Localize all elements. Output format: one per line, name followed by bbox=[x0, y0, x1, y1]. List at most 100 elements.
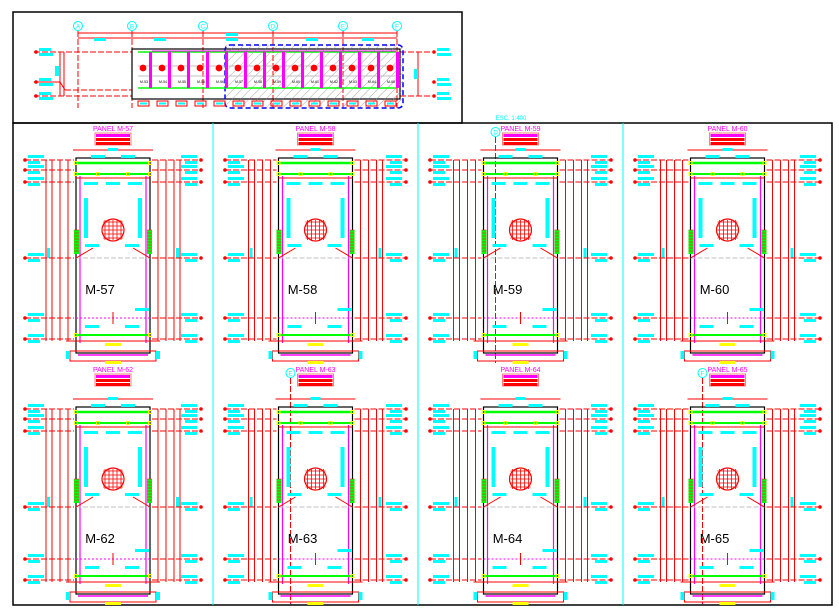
dim-tag bbox=[226, 33, 238, 36]
level-tag bbox=[433, 575, 449, 578]
level-marker-icon bbox=[404, 505, 408, 509]
dim-tag bbox=[749, 308, 764, 311]
dim-tag bbox=[513, 431, 528, 434]
axis-bubble-e bbox=[338, 21, 348, 31]
level-marker-icon bbox=[633, 180, 637, 184]
level-marker-icon bbox=[223, 417, 227, 421]
level-tag bbox=[433, 340, 445, 343]
level-tag bbox=[638, 414, 654, 417]
level-tag bbox=[28, 259, 40, 262]
level-tag bbox=[433, 161, 445, 164]
level-tag bbox=[228, 575, 244, 578]
panel-outline bbox=[75, 157, 151, 354]
dim-tag bbox=[790, 248, 794, 258]
level-marker-icon bbox=[818, 407, 822, 411]
level-tag bbox=[390, 581, 402, 584]
dim-tag bbox=[327, 244, 342, 247]
dim-tag bbox=[770, 351, 775, 359]
level-marker-icon bbox=[23, 337, 27, 341]
dim-tag bbox=[358, 351, 363, 359]
dim-tag bbox=[742, 182, 757, 185]
axis-bubble-f bbox=[697, 368, 708, 378]
dim-tag bbox=[735, 155, 750, 158]
node-marker bbox=[74, 333, 78, 337]
dim-tag bbox=[454, 497, 458, 507]
dim-tag bbox=[515, 148, 526, 151]
dim-tag bbox=[739, 493, 754, 496]
level-tag bbox=[28, 161, 40, 164]
level-tag bbox=[595, 432, 607, 435]
opening-marker-icon bbox=[291, 64, 299, 72]
node-marker bbox=[350, 421, 355, 425]
panel-tag-fill bbox=[330, 102, 337, 105]
footing-tag bbox=[105, 602, 121, 605]
level-tag bbox=[28, 319, 40, 322]
level-tag bbox=[591, 502, 607, 505]
panel-wall bbox=[187, 52, 190, 88]
panel-tag bbox=[232, 100, 245, 107]
node-marker bbox=[276, 574, 281, 578]
level-tag bbox=[595, 183, 607, 186]
dim-tag bbox=[680, 351, 685, 359]
title-box-row bbox=[96, 134, 130, 137]
level-tag bbox=[433, 420, 445, 423]
level-marker-icon bbox=[633, 316, 637, 320]
panel-wall bbox=[320, 52, 323, 88]
level-tag bbox=[595, 410, 607, 413]
level-tag bbox=[591, 165, 607, 168]
level-tag bbox=[39, 83, 53, 86]
node-marker bbox=[762, 333, 767, 337]
axis-bubble-a bbox=[73, 21, 83, 31]
panel-title: PANEL M-63 bbox=[295, 367, 335, 374]
dim-tag bbox=[528, 155, 543, 158]
dim-tag bbox=[699, 325, 714, 328]
dim-tag bbox=[330, 431, 345, 434]
panel-id: M-59 bbox=[273, 80, 281, 84]
level-marker-icon bbox=[428, 158, 432, 162]
dim-tag bbox=[515, 397, 526, 400]
chamfer-line bbox=[75, 496, 151, 508]
dim-tag bbox=[749, 549, 764, 552]
panel-wall bbox=[339, 52, 342, 88]
level-marker-icon bbox=[23, 168, 27, 172]
dim-tag bbox=[722, 148, 733, 151]
dim-tag bbox=[306, 38, 318, 41]
level-tag bbox=[433, 554, 449, 557]
panel-id: M-64 bbox=[368, 80, 376, 84]
level-tag bbox=[595, 161, 607, 164]
node-marker bbox=[503, 421, 508, 425]
level-tag bbox=[228, 560, 240, 563]
level-marker-icon bbox=[432, 80, 436, 84]
node-marker bbox=[481, 172, 486, 176]
level-marker-icon bbox=[223, 316, 227, 320]
dim-tag bbox=[286, 182, 301, 185]
level-tag bbox=[185, 340, 197, 343]
dim-tag bbox=[492, 566, 507, 569]
level-tag bbox=[386, 334, 402, 337]
node-marker bbox=[276, 410, 281, 414]
level-tag bbox=[638, 319, 650, 322]
level-marker-icon bbox=[34, 80, 38, 84]
dim-tag bbox=[287, 493, 302, 496]
node-marker bbox=[533, 172, 538, 176]
footing-tag bbox=[105, 343, 121, 346]
level-tag bbox=[181, 334, 197, 337]
level-marker-icon bbox=[428, 316, 432, 320]
level-marker-icon bbox=[609, 316, 613, 320]
level-tag bbox=[28, 253, 44, 256]
node-marker bbox=[555, 161, 560, 165]
panel-tag bbox=[289, 100, 302, 107]
level-tag bbox=[638, 165, 654, 168]
level-tag bbox=[638, 554, 654, 557]
axis-bubble-d bbox=[268, 21, 278, 31]
opening-marker-icon bbox=[158, 64, 166, 72]
node-marker bbox=[350, 410, 355, 414]
dim-tag bbox=[268, 592, 273, 600]
panel-id: M-57 bbox=[235, 80, 243, 84]
level-tag bbox=[39, 53, 53, 56]
level-marker-icon bbox=[404, 158, 408, 162]
level-tag bbox=[185, 432, 197, 435]
level-marker-icon bbox=[199, 557, 203, 561]
level-marker-icon bbox=[23, 256, 27, 260]
level-marker-icon bbox=[223, 429, 227, 433]
